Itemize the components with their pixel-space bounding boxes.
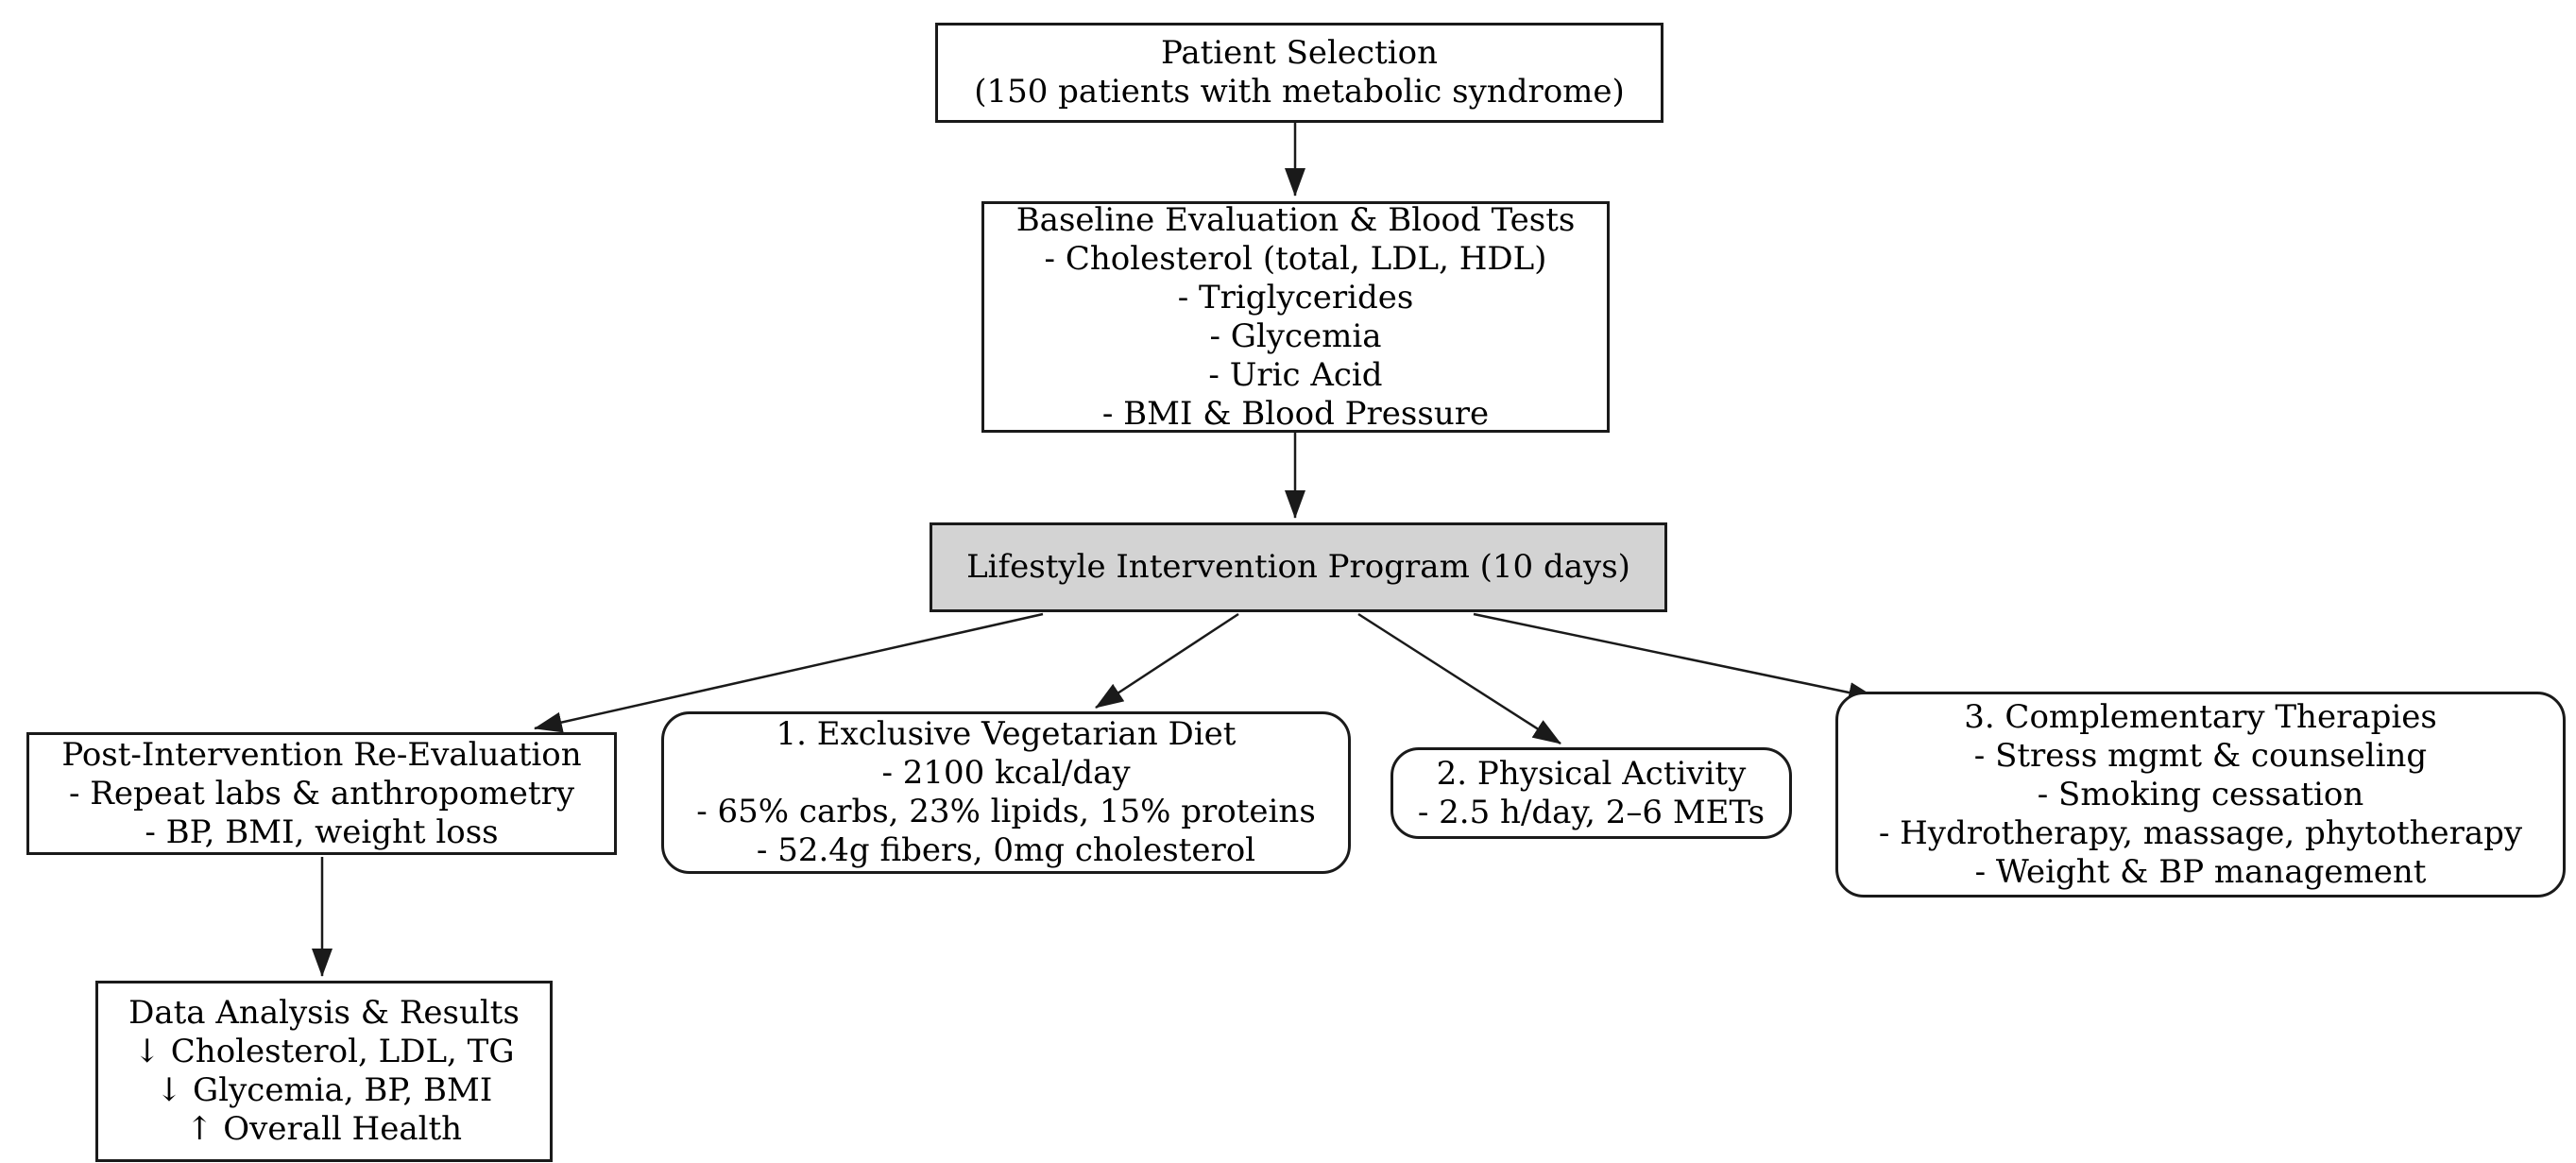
node-line: 3. Complementary Therapies [1964,697,2437,736]
node-line: Lifestyle Intervention Program (10 days) [966,548,1630,586]
node-vegetarian-diet: 1. Exclusive Vegetarian Diet - 2100 kcal… [661,711,1351,874]
edge-lifestyle-to-activity [1357,612,1561,745]
node-line: Patient Selection [1160,34,1438,72]
node-line: - BMI & Blood Pressure [1101,394,1490,433]
node-line: - Repeat labs & anthropometry [68,774,575,812]
node-line: (150 patients with metabolic syndrome) [974,73,1625,111]
node-line: - 65% carbs, 23% lipids, 15% proteins [696,793,1316,830]
node-patient-selection: Patient Selection (150 patients with met… [935,23,1663,123]
node-line: 1. Exclusive Vegetarian Diet [776,715,1237,753]
node-data-analysis: Data Analysis & Results ↓ Cholesterol, L… [95,981,553,1162]
node-line: ↓ Cholesterol, LDL, TG [133,1033,515,1070]
node-line: - BP, BMI, weight loss [145,812,499,851]
node-line: 2. Physical Activity [1436,754,1747,793]
edge-lifestyle-to-postintervention [534,612,1044,733]
node-line: ↓ Glycemia, BP, BMI [155,1071,493,1109]
node-line: - Hydrotherapy, massage, phytotherapy [1878,813,2523,852]
node-line: ↑ Overall Health [185,1110,463,1148]
node-line: - 2100 kcal/day [881,754,1131,792]
node-lifestyle-program: Lifestyle Intervention Program (10 days) [930,522,1667,612]
node-line: - Weight & BP management [1974,852,2427,891]
node-line: - Stress mgmt & counseling [1973,736,2428,775]
node-line: - Glycemia [1209,316,1382,355]
node-line: - 52.4g fibers, 0mg cholesterol [756,831,1256,869]
node-line: - Uric Acid [1208,355,1383,394]
node-physical-activity: 2. Physical Activity - 2.5 h/day, 2–6 ME… [1390,747,1792,839]
edge-lifestyle-to-therapies [1473,612,1877,703]
node-line: - Smoking cessation [2037,775,2364,813]
node-line: - Cholesterol (total, LDL, HDL) [1044,239,1547,278]
edge-lifestyle-to-diet [1095,612,1239,710]
node-line: Post-Intervention Re-Evaluation [61,735,582,774]
node-line: Baseline Evaluation & Blood Tests [1015,200,1576,239]
node-line: - 2.5 h/day, 2–6 METs [1417,793,1766,831]
node-baseline-evaluation: Baseline Evaluation & Blood Tests - Chol… [981,201,1610,433]
node-line: Data Analysis & Results [128,994,520,1032]
node-line: - Triglycerides [1177,278,1414,316]
node-complementary-therapies: 3. Complementary Therapies - Stress mgmt… [1835,692,2566,898]
node-post-intervention: Post-Intervention Re-Evaluation - Repeat… [26,732,617,855]
